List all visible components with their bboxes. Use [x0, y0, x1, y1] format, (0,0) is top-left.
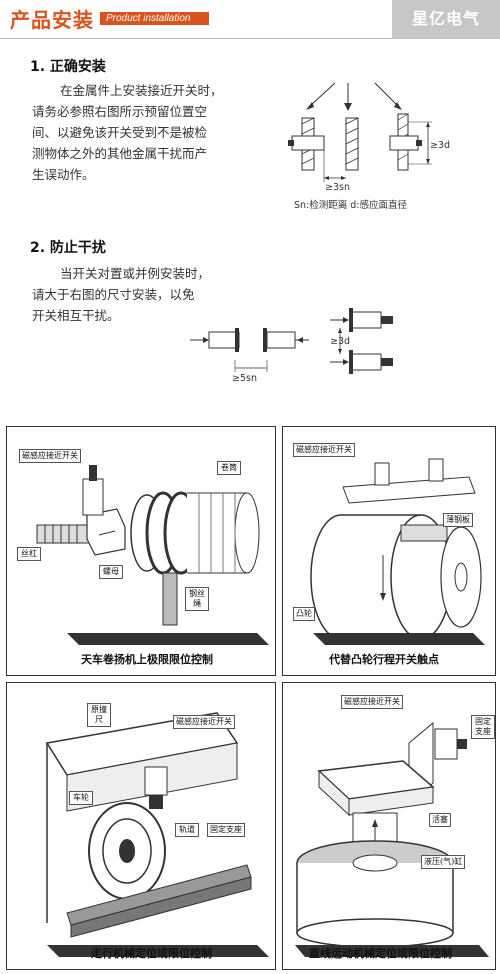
label-fixed-support: 固定支座: [471, 715, 495, 739]
section2-line: 当开关对置或并例安装时，: [60, 266, 211, 281]
section1-line: 测物体之外的其他金属干扰而产: [32, 146, 208, 161]
section1-line: 请务必参照右图所示预留位置空: [32, 104, 208, 119]
header-subtitle: Product installation: [100, 12, 209, 25]
page-header: 产品安装 Product installation 星亿电气: [0, 0, 500, 39]
section1-text: 在金属件上安装接近开关时， 请务必参照右图所示预留位置空 间、以避免该开关受到不…: [32, 80, 282, 185]
brand-name: 星亿电气: [392, 0, 500, 38]
section1-line: 在金属件上安装接近开关时，: [60, 83, 223, 98]
section2-line: 请大于右图的尺寸安装，以免: [32, 287, 195, 302]
panel-crane-winch: 磁感应接近开关 卷筒 丝杠 螺母 钢丝绳 天车卷扬机上极限限位控制: [6, 426, 276, 676]
cam-switch-illustration: [310, 458, 485, 645]
panel-linear-motion-title: 直线运动机械定位或限位控制: [309, 947, 452, 960]
label-screw-shaft: 丝杠: [17, 547, 41, 561]
panel-cam-switch: 磁感应接近开关 薄钢板 凸轮 代替凸轮行程开关触点: [282, 426, 496, 676]
section2-text: 当开关对置或并例安装时， 请大于右图的尺寸安装，以免 开关相互干扰。: [32, 263, 272, 326]
linear-motion-illustration: [295, 721, 489, 957]
label-nut: 螺母: [99, 565, 123, 579]
label-drum: 卷筒: [217, 461, 241, 475]
panel-travel-machine-title: 走行机械定位或限位控制: [91, 947, 212, 960]
section2-line: 开关相互干扰。: [32, 308, 120, 323]
label-rail: 轨道: [175, 823, 199, 837]
section1-line: 间、以避免该开关受到不是被检: [32, 125, 208, 140]
interference-diagram: [190, 308, 393, 374]
panel-crane-winch-title: 天车卷扬机上极限限位控制: [81, 653, 213, 666]
dim-3d-label-2: ≥3d: [330, 336, 351, 347]
header-title: 产品安装: [10, 8, 94, 32]
dim-3sn-label: ≥3sn: [325, 182, 350, 193]
panel-linear-motion: 磁感应接近开关 固定支座 活塞 液压(气)缸 直线运动机械定位或限位控制: [282, 682, 496, 970]
label-magnetic-sensor: 磁感应接近开关: [341, 695, 403, 709]
section1-title: 1. 正确安装: [30, 59, 106, 75]
label-wheel: 车轮: [69, 791, 93, 805]
label-magnetic-sensor: 磁感应接近开关: [173, 715, 235, 729]
label-original-bumper: 原撞尺: [87, 703, 111, 727]
section2-title: 2. 防止干扰: [30, 240, 106, 256]
crane-winch-illustration: [36, 465, 269, 645]
label-hydraulic-cylinder: 液压(气)缸: [421, 855, 466, 869]
panel-travel-machine: 原撞尺 磁感应接近开关 车轮 轨道 固定支座 走行机械定位或限位控制: [6, 682, 276, 970]
label-magnetic-sensor: 磁感应接近开关: [19, 449, 81, 463]
label-fixed-support: 固定支座: [207, 823, 245, 837]
correct-install-diagram: [288, 82, 432, 182]
dim-3d-label: ≥3d: [430, 140, 451, 151]
legend-text: Sn:检测距离 d:感应面直径: [294, 200, 408, 211]
label-wire-rope: 钢丝绳: [185, 587, 209, 611]
dim-5sn-label: ≥5sn: [232, 373, 257, 384]
label-piston: 活塞: [429, 813, 451, 827]
label-cam: 凸轮: [293, 607, 315, 621]
label-magnetic-sensor: 磁感应接近开关: [293, 443, 355, 457]
section1-line: 生误动作。: [32, 167, 95, 182]
label-thin-steel-plate: 薄钢板: [443, 513, 473, 527]
panel-cam-switch-title: 代替凸轮行程开关触点: [329, 653, 439, 666]
